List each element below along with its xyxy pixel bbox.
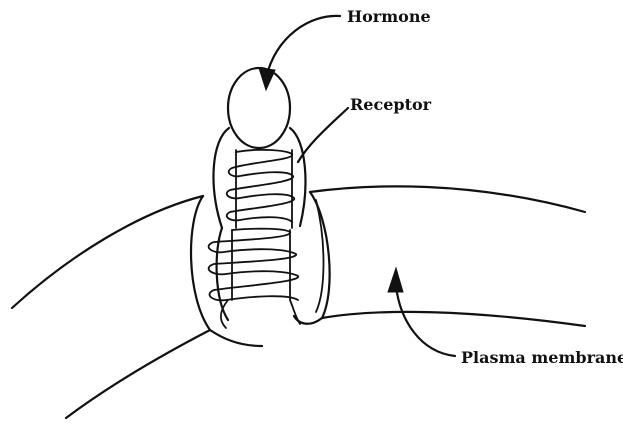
membrane-outer-left	[12, 196, 203, 308]
hormone-molecule	[228, 68, 290, 148]
receptor-helix-lower	[209, 229, 299, 301]
receptor-pointer-line	[298, 108, 348, 162]
hormone	[228, 68, 290, 148]
membrane-outer-right	[310, 186, 585, 212]
receptor-protein	[191, 128, 330, 330]
hormone-arrow-head	[259, 68, 275, 90]
hormone-arrow-line	[266, 16, 340, 78]
plasma-membrane-label: Plasma membrane	[461, 348, 623, 367]
membrane-inner-left	[66, 330, 262, 418]
receptor-upper-left-lobe	[214, 128, 229, 228]
hormone-arrow	[259, 16, 340, 90]
receptor-bottom-right-stroke	[290, 300, 300, 324]
membrane-inner-right	[322, 312, 585, 326]
plasma-membrane	[12, 186, 585, 418]
hormone-label: Hormone	[347, 7, 431, 26]
receptor-label: Receptor	[350, 95, 432, 114]
membrane-arrow-line	[396, 286, 455, 356]
receptor-channel-left-wall	[232, 150, 236, 300]
membrane-arrow-head	[388, 268, 403, 292]
receptor-channel-right-wall	[290, 150, 292, 300]
receptor-lower-left-lobe	[191, 196, 210, 330]
